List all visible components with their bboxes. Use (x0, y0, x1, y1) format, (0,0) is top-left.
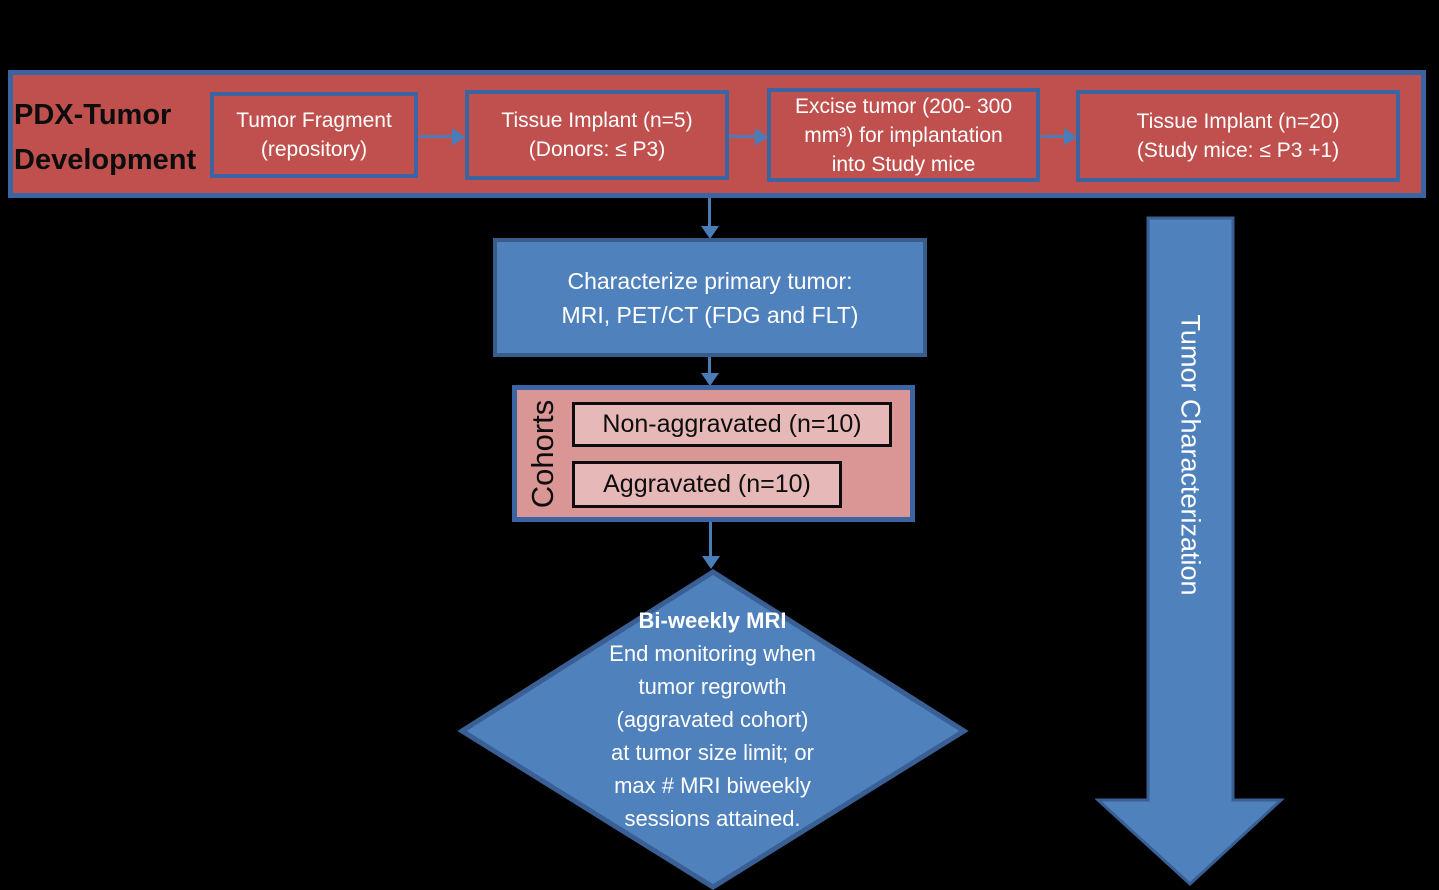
arrow-head (701, 373, 719, 386)
diamond-line: max # MRI biweekly (614, 773, 811, 798)
box-line: (repository) (260, 138, 368, 161)
arrow-right-icon (419, 128, 465, 146)
characterize-primary-tumor-box: Characterize primary tumor: MRI, PET/CT … (493, 238, 927, 357)
arrow-shaft (709, 522, 712, 558)
arrow-right-icon (1041, 128, 1077, 146)
banner-title-line: Development (14, 144, 197, 176)
diamond-title: Bi-weekly MRI (638, 608, 787, 633)
box-line: (Donors: ≤ P3) (528, 138, 666, 161)
arrow-shaft (729, 135, 757, 138)
arrow-head (755, 128, 768, 146)
diamond-line: at tumor size limit; or (611, 740, 814, 765)
diamond-line: (aggravated cohort) (616, 707, 809, 732)
arrow-shaft (708, 357, 711, 375)
banner-title: PDX-Tumor Development (14, 93, 196, 183)
cohort-non-aggravated: Non-aggravated (n=10) (572, 402, 892, 447)
box-line: Tissue Implant (n=20) (1136, 110, 1340, 133)
arrow-right-icon (729, 128, 768, 146)
box-line: mm³) for implantation (804, 123, 1003, 147)
tissue-implant-study-box: Tissue Implant (n=20) (Study mice: ≤ P3 … (1076, 90, 1400, 182)
arrow-head (701, 226, 719, 239)
arrow-shaft (419, 135, 454, 138)
diamond-line: End monitoring when (609, 641, 816, 666)
box-line: into Study mice (831, 152, 976, 176)
box-line: Tissue Implant (n=5) (501, 109, 693, 132)
arrow-down-icon (702, 522, 720, 569)
arrow-shaft (708, 198, 711, 228)
arrow-head (702, 556, 720, 569)
tumor-characterization-label: Tumor Characterization (1175, 314, 1206, 596)
box-line: Tumor Fragment (236, 109, 392, 132)
box-line: (Study mice: ≤ P3 +1) (1136, 139, 1340, 162)
tissue-implant-donors-box: Tissue Implant (n=5) (Donors: ≤ P3) (465, 90, 729, 180)
decision-diamond-shape (457, 569, 969, 890)
arrow-down-icon (701, 198, 719, 239)
tumor-fragment-box: Tumor Fragment (repository) (210, 92, 418, 178)
diamond-line: sessions attained. (624, 806, 801, 831)
arrow-head (1064, 128, 1077, 146)
box-line: Excise tumor (200- 300 (794, 94, 1013, 118)
tumor-characterization-arrow (1095, 216, 1285, 887)
banner-title-line: PDX-Tumor (14, 99, 172, 131)
arrow-down-icon (701, 357, 719, 386)
cohort-aggravated: Aggravated (n=10) (572, 461, 842, 508)
box-line: MRI, PET/CT (FDG and FLT) (561, 301, 859, 328)
arrow-head (452, 128, 465, 146)
cohorts-label: Cohorts (525, 399, 560, 509)
arrow-shaft (1041, 135, 1066, 138)
decision-diamond-text: Bi-weekly MRI End monitoring when tumor … (505, 604, 920, 835)
excise-tumor-box: Excise tumor (200- 300 mm³) for implanta… (767, 88, 1040, 182)
diamond-line: tumor regrowth (638, 674, 787, 699)
box-line: Characterize primary tumor: (567, 267, 853, 294)
